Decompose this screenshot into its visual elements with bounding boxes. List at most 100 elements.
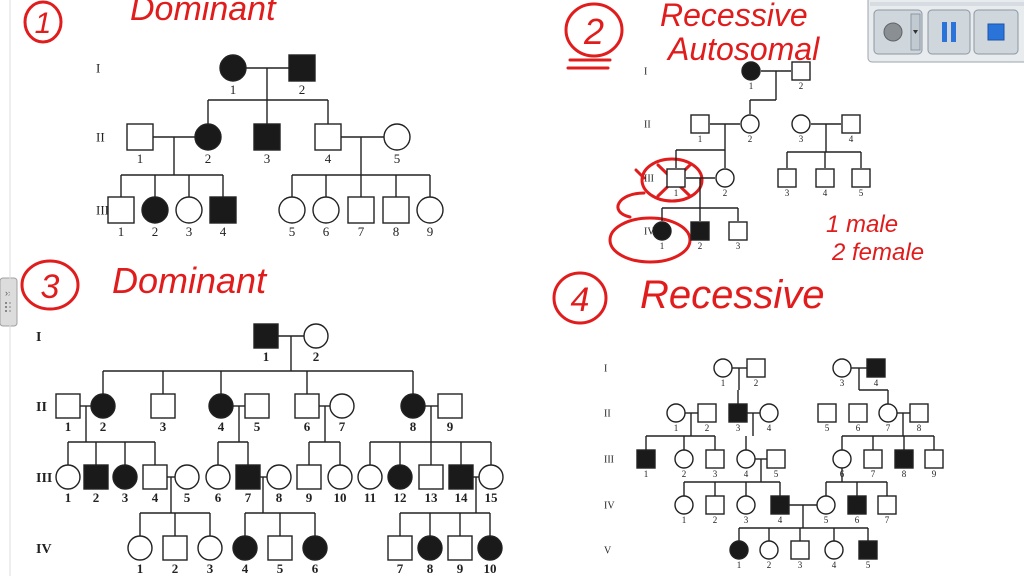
individual-number: 4 [832, 560, 837, 570]
individual-number: 2 [93, 490, 100, 505]
annotation-2-number: 2 [583, 11, 604, 52]
unaffected-female [205, 464, 231, 490]
individual-number: 1 [137, 561, 144, 576]
affected-male [253, 323, 279, 349]
individual-number: 4 [744, 469, 749, 479]
record-button[interactable] [873, 9, 923, 55]
individual-number: 3 [160, 419, 167, 434]
chevron-right-icon: ›› [5, 288, 11, 298]
unaffected-female [383, 123, 411, 151]
unaffected-male [705, 449, 725, 469]
annotation-2-note-2: 2 female [831, 239, 924, 266]
recorder-toolbar [867, 0, 1024, 63]
individual-number: 5 [277, 561, 284, 576]
individual-number: 3 [736, 423, 741, 433]
individual-number: 2 [698, 241, 703, 251]
individual-number: 6 [323, 224, 330, 239]
generation-label: II [96, 130, 105, 145]
individual-number: 2 [682, 469, 687, 479]
individual-number: 2 [767, 560, 772, 570]
affected-female [387, 464, 413, 490]
individual-number: 10 [334, 490, 347, 505]
unaffected-female [329, 393, 355, 419]
individual-number: 5 [859, 188, 864, 198]
stop-button[interactable] [973, 9, 1019, 55]
unaffected-male [347, 196, 375, 224]
individual-number: 2 [713, 515, 718, 525]
individual-number: 4 [767, 423, 772, 433]
affected-female [417, 535, 443, 561]
unaffected-female [832, 358, 852, 378]
generation-label: II [644, 120, 651, 131]
unaffected-male [791, 61, 811, 81]
unaffected-male [150, 393, 176, 419]
individual-number: 4 [849, 134, 854, 144]
record-icon [883, 22, 903, 42]
unaffected-female [174, 464, 200, 490]
annotation-1-label: Dominant [130, 0, 277, 28]
individual-number: 2 [172, 561, 179, 576]
individual-number: 3 [840, 378, 845, 388]
unaffected-female [832, 449, 852, 469]
unaffected-female [175, 196, 203, 224]
side-panel-handle[interactable]: ›› [0, 277, 18, 327]
pause-icon [942, 22, 956, 42]
affected-male [858, 540, 878, 560]
generation-label: II [604, 409, 611, 420]
pause-button[interactable] [927, 9, 971, 55]
individual-number: 5 [289, 224, 296, 239]
unaffected-female [197, 535, 223, 561]
unaffected-female [127, 535, 153, 561]
unaffected-male [728, 221, 748, 241]
unaffected-male [697, 403, 717, 423]
unaffected-female [312, 196, 340, 224]
unaffected-male [848, 403, 868, 423]
unaffected-male [766, 449, 786, 469]
unaffected-male [387, 535, 413, 561]
individual-number: 4 [218, 419, 225, 434]
unaffected-male [851, 168, 871, 188]
unaffected-female [416, 196, 444, 224]
individual-number: 5 [254, 419, 261, 434]
unaffected-male [777, 168, 797, 188]
individual-number: 3 [785, 188, 790, 198]
affected-male [770, 495, 790, 515]
individual-number: 3 [186, 224, 193, 239]
individual-number: 7 [339, 419, 346, 434]
individual-number: 1 [644, 469, 649, 479]
individual-number: 3 [799, 134, 804, 144]
individual-number: 4 [220, 224, 227, 239]
unaffected-male [690, 114, 710, 134]
generation-label: III [644, 174, 654, 185]
individual-number: 1 [230, 82, 237, 97]
affected-female [400, 393, 426, 419]
unaffected-female [278, 196, 306, 224]
individual-number: 6 [312, 561, 319, 576]
affected-male [253, 123, 281, 151]
unaffected-male [447, 535, 473, 561]
individual-number: 3 [122, 490, 129, 505]
individual-number: 1 [65, 419, 72, 434]
individual-number: 3 [264, 151, 271, 166]
generation-label: IV [604, 501, 615, 512]
individual-number: 2 [705, 423, 710, 433]
unaffected-male [55, 393, 81, 419]
unaffected-female [824, 540, 844, 560]
individual-number: 8 [276, 490, 283, 505]
individual-number: 9 [457, 561, 464, 576]
unaffected-male [815, 168, 835, 188]
unaffected-female [303, 323, 329, 349]
unaffected-female [736, 449, 756, 469]
unaffected-female [713, 358, 733, 378]
individual-number: 1 [737, 560, 742, 570]
individual-number: 4 [874, 378, 879, 388]
individual-number: 1 [118, 224, 125, 239]
unaffected-male [294, 393, 320, 419]
unaffected-female [266, 464, 292, 490]
individual-number: 8 [427, 561, 434, 576]
affected-male [83, 464, 109, 490]
